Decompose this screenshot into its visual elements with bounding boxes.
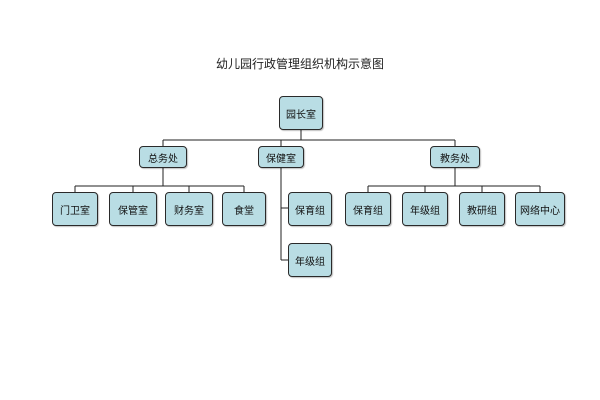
node-research-group: 教研组 [459,192,505,226]
diagram-title: 幼儿园行政管理组织机构示意图 [215,57,384,71]
node-teaching: 教务处 [430,146,480,168]
node-gate: 门卫室 [52,192,98,226]
node-canteen: 食堂 [222,192,266,226]
node-finance: 财务室 [165,192,213,226]
node-root: 园长室 [279,96,323,130]
node-storage: 保管室 [109,192,157,226]
node-health: 保健室 [258,146,304,168]
node-health-grade-group: 年级组 [288,243,332,277]
node-general: 总务处 [139,146,187,168]
node-teach-grade-group: 年级组 [402,192,448,226]
node-teach-care-group: 保育组 [345,192,391,226]
node-network-center: 网络中心 [515,192,565,226]
node-health-care-group: 保育组 [288,192,332,226]
